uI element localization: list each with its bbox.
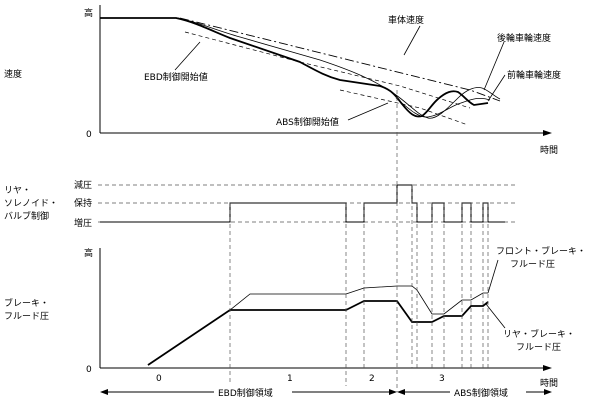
abs-start-leader <box>347 102 389 121</box>
phase-2-label: 2 <box>369 374 375 384</box>
abs-start-threshold-line <box>339 89 469 126</box>
pressure-x-arrow <box>543 365 552 371</box>
ebd-start-label: EBD制御開始値 <box>144 71 208 83</box>
front-pressure-label-2: フルード圧 <box>510 259 555 270</box>
valve-level-increase: 増圧 <box>74 217 92 229</box>
speed-x-arrow <box>543 130 552 136</box>
valve-level-hold: 保持 <box>74 197 92 209</box>
rear-wheel-speed-label: 後輪車輪速度 <box>497 32 551 44</box>
speed-y-high: 高 <box>84 7 93 19</box>
phase-3-label: 3 <box>439 374 445 384</box>
abs-region-label-bg <box>450 385 526 398</box>
ebd-region-label: EBD制御領域 <box>218 387 273 399</box>
vehicle-speed-line <box>179 17 501 102</box>
phase-labels: 0 1 2 3 EBD制御領域 ABS制御領域 <box>100 374 552 399</box>
pressure-y-zero: 0 <box>86 365 92 375</box>
phase-dividers <box>229 90 489 392</box>
speed-y-label: 速度 <box>4 68 22 80</box>
front-wheel-leader <box>487 74 506 102</box>
phase-0-label: 0 <box>156 374 162 384</box>
rear-wheel-speed-line-2 <box>395 97 491 118</box>
valve-level-decrease: 減圧 <box>74 179 92 191</box>
pressure-y-label-2: フルード圧 <box>4 311 49 322</box>
rear-brake-pressure-line <box>147 300 489 366</box>
vehicle-speed-label: 車体速度 <box>388 14 424 26</box>
pressure-graph: 高 0 時間 ブレーキ・ フルード圧 フロント・ブレーキ・ フルード圧 リヤ・ブ… <box>4 245 586 389</box>
abs-start-label: ABS制御開始値 <box>276 116 339 128</box>
pressure-y-label-1: ブレーキ・ <box>4 297 49 309</box>
front-wheel-speed-label: 前輪車輪速度 <box>507 69 561 81</box>
rear-wheel-speed-line <box>100 17 501 119</box>
pressure-y-high: 高 <box>84 247 93 259</box>
abs-region-arrow-left <box>397 389 405 395</box>
vehicle-speed-leader <box>403 25 421 56</box>
abs-region-arrow-right <box>544 389 552 395</box>
rear-pressure-label-1: リヤ・ブレーキ・ <box>503 328 575 340</box>
ebd-region-label-bg <box>214 385 292 398</box>
valve-y-label-1: リヤ・ <box>4 186 31 196</box>
valve-y-label-3: バルブ制御 <box>4 210 49 222</box>
front-wheel-speed-line <box>100 17 489 118</box>
valve-y-label-2: ソレノイド・ <box>4 199 58 209</box>
speed-y-zero: 0 <box>86 130 92 140</box>
valve-control-signal <box>100 184 505 223</box>
valve-graph: リヤ・ ソレノイド・ バルブ制御 減圧 保持 増圧 <box>4 179 515 229</box>
rear-pressure-label-2: フルード圧 <box>516 342 561 353</box>
abs-region-label: ABS制御領域 <box>454 387 508 399</box>
ebd-start-threshold-line <box>184 31 471 109</box>
speed-graph: 速度 高 0 時間 車体速度 後輪車輪速度 前輪車輪速度 EBD制御開始値 AB… <box>4 5 561 156</box>
ebd-region-arrow-left <box>100 389 108 395</box>
rear-pressure-leader <box>485 303 506 329</box>
ebd-region-arrow-right <box>389 389 397 395</box>
front-brake-pressure-line <box>147 285 488 366</box>
front-pressure-label-1: フロント・ブレーキ・ <box>496 245 586 257</box>
pressure-x-label: 時間 <box>540 378 558 389</box>
front-pressure-leader <box>487 259 499 294</box>
speed-x-label: 時間 <box>540 145 558 156</box>
phase-1-label: 1 <box>287 374 293 384</box>
ebd-start-leader <box>174 41 201 71</box>
rear-wheel-leader <box>483 41 505 91</box>
